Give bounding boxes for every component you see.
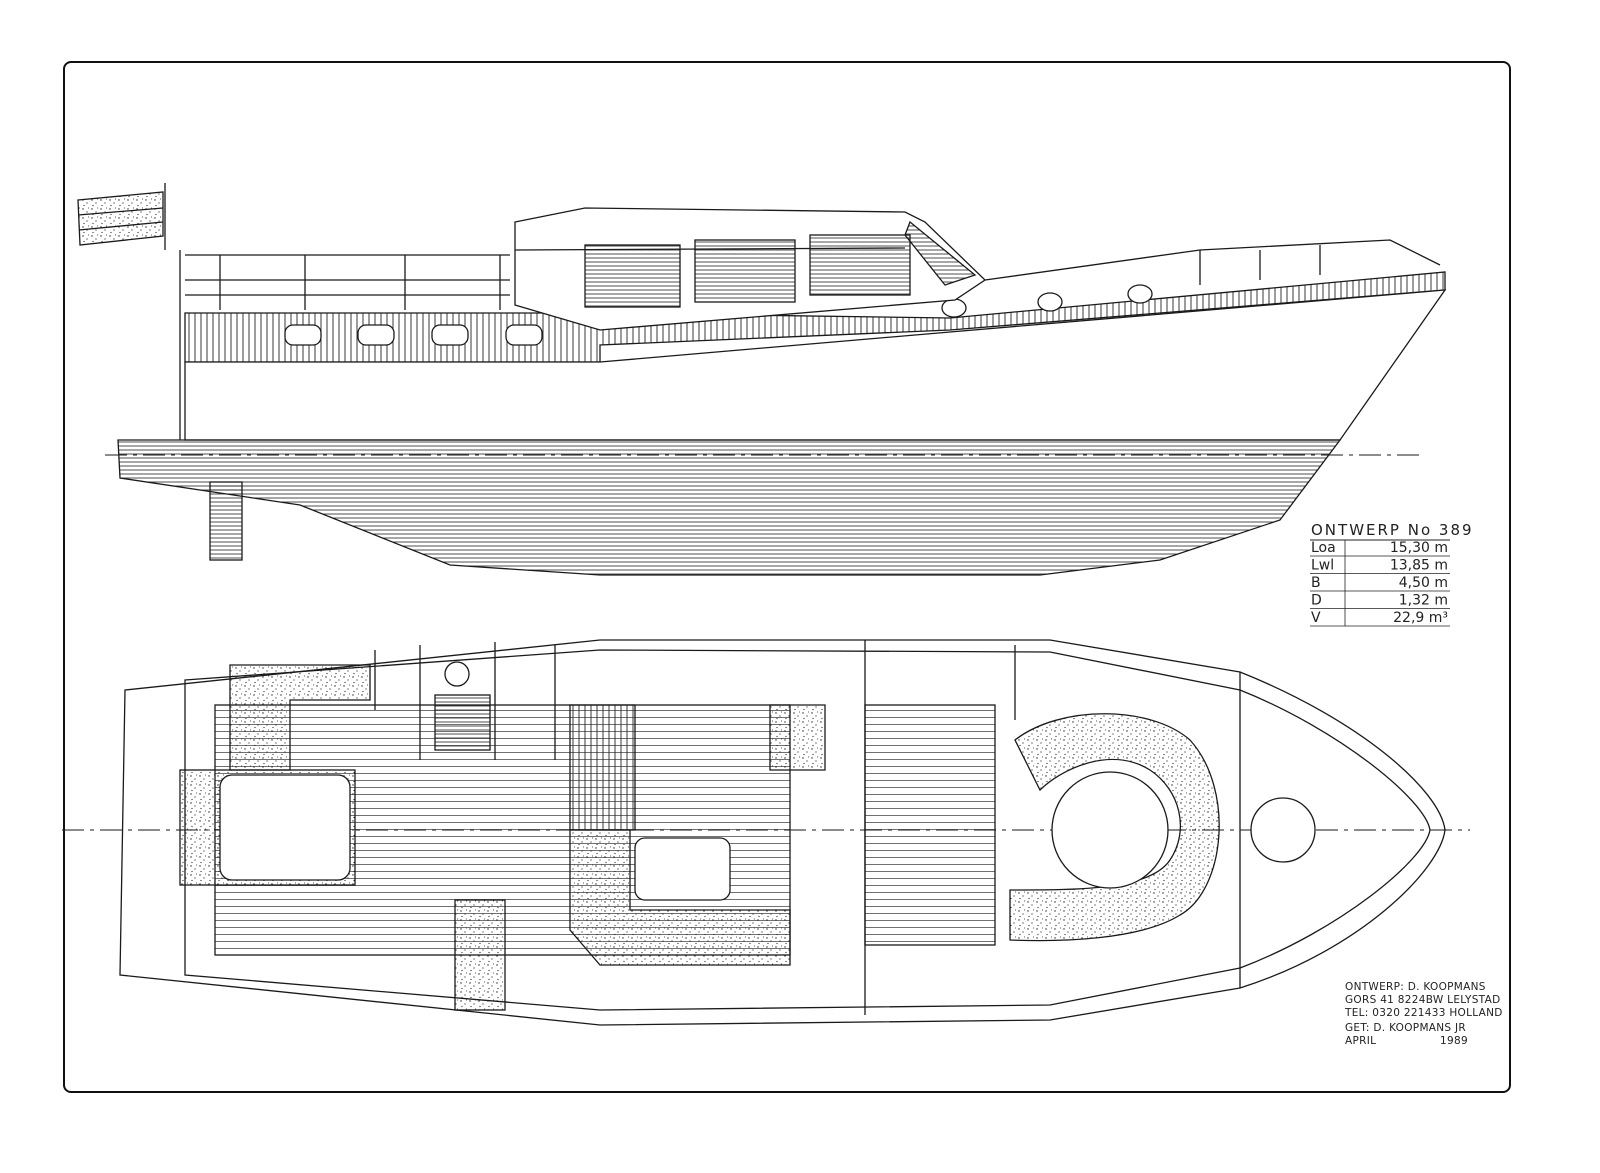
title-block-phone: TEL: 0320 221433 HOLLAND — [1344, 1007, 1503, 1019]
fore-railing — [984, 239, 1441, 285]
portholes — [284, 284, 1153, 346]
drawing-frame — [63, 61, 1511, 1093]
deck-plan — [62, 639, 1470, 1026]
spec-key: B — [1311, 575, 1321, 591]
spec-key: Lwl — [1311, 558, 1334, 574]
title-block-drawn-by: GET: D. KOOPMANS JR — [1345, 1022, 1466, 1034]
spec-value: 15,30 m — [1390, 540, 1448, 556]
forward-seating — [1009, 713, 1220, 942]
title-block-month: APRIL — [1345, 1035, 1376, 1047]
title-block: ONTWERP: D. KOOPMANS GORS 41 8224BW LELY… — [1344, 981, 1503, 1047]
title-block-address: GORS 41 8224BW LELYSTAD — [1345, 994, 1500, 1006]
spec-key: V — [1311, 610, 1321, 626]
side-elevation — [77, 183, 1447, 576]
spec-value: 1,32 m — [1399, 593, 1448, 609]
aft-railing — [185, 254, 510, 310]
spec-value: 22,9 m³ — [1393, 610, 1448, 626]
title-block-year: 1989 — [1440, 1035, 1468, 1047]
spec-value: 4,50 m — [1399, 575, 1448, 591]
spec-value: 13,85 m — [1390, 558, 1448, 574]
spec-key: D — [1311, 593, 1322, 609]
spec-key: Loa — [1311, 540, 1336, 556]
title-block-designer: ONTWERP: D. KOOPMANS — [1345, 981, 1486, 993]
spec-rows: Loa 15,30 m Lwl 13,85 m B 4,50 m D 1,32 m V 22,9 … — [1310, 540, 1450, 627]
spec-title: ONTWERP No 389 — [1311, 521, 1474, 539]
deckhouse — [514, 207, 987, 331]
spec-table: ONTWERP No 389 Loa 15,30 m Lwl 13,85 m B 4,50… — [1310, 521, 1474, 627]
flag-icon — [77, 183, 166, 250]
